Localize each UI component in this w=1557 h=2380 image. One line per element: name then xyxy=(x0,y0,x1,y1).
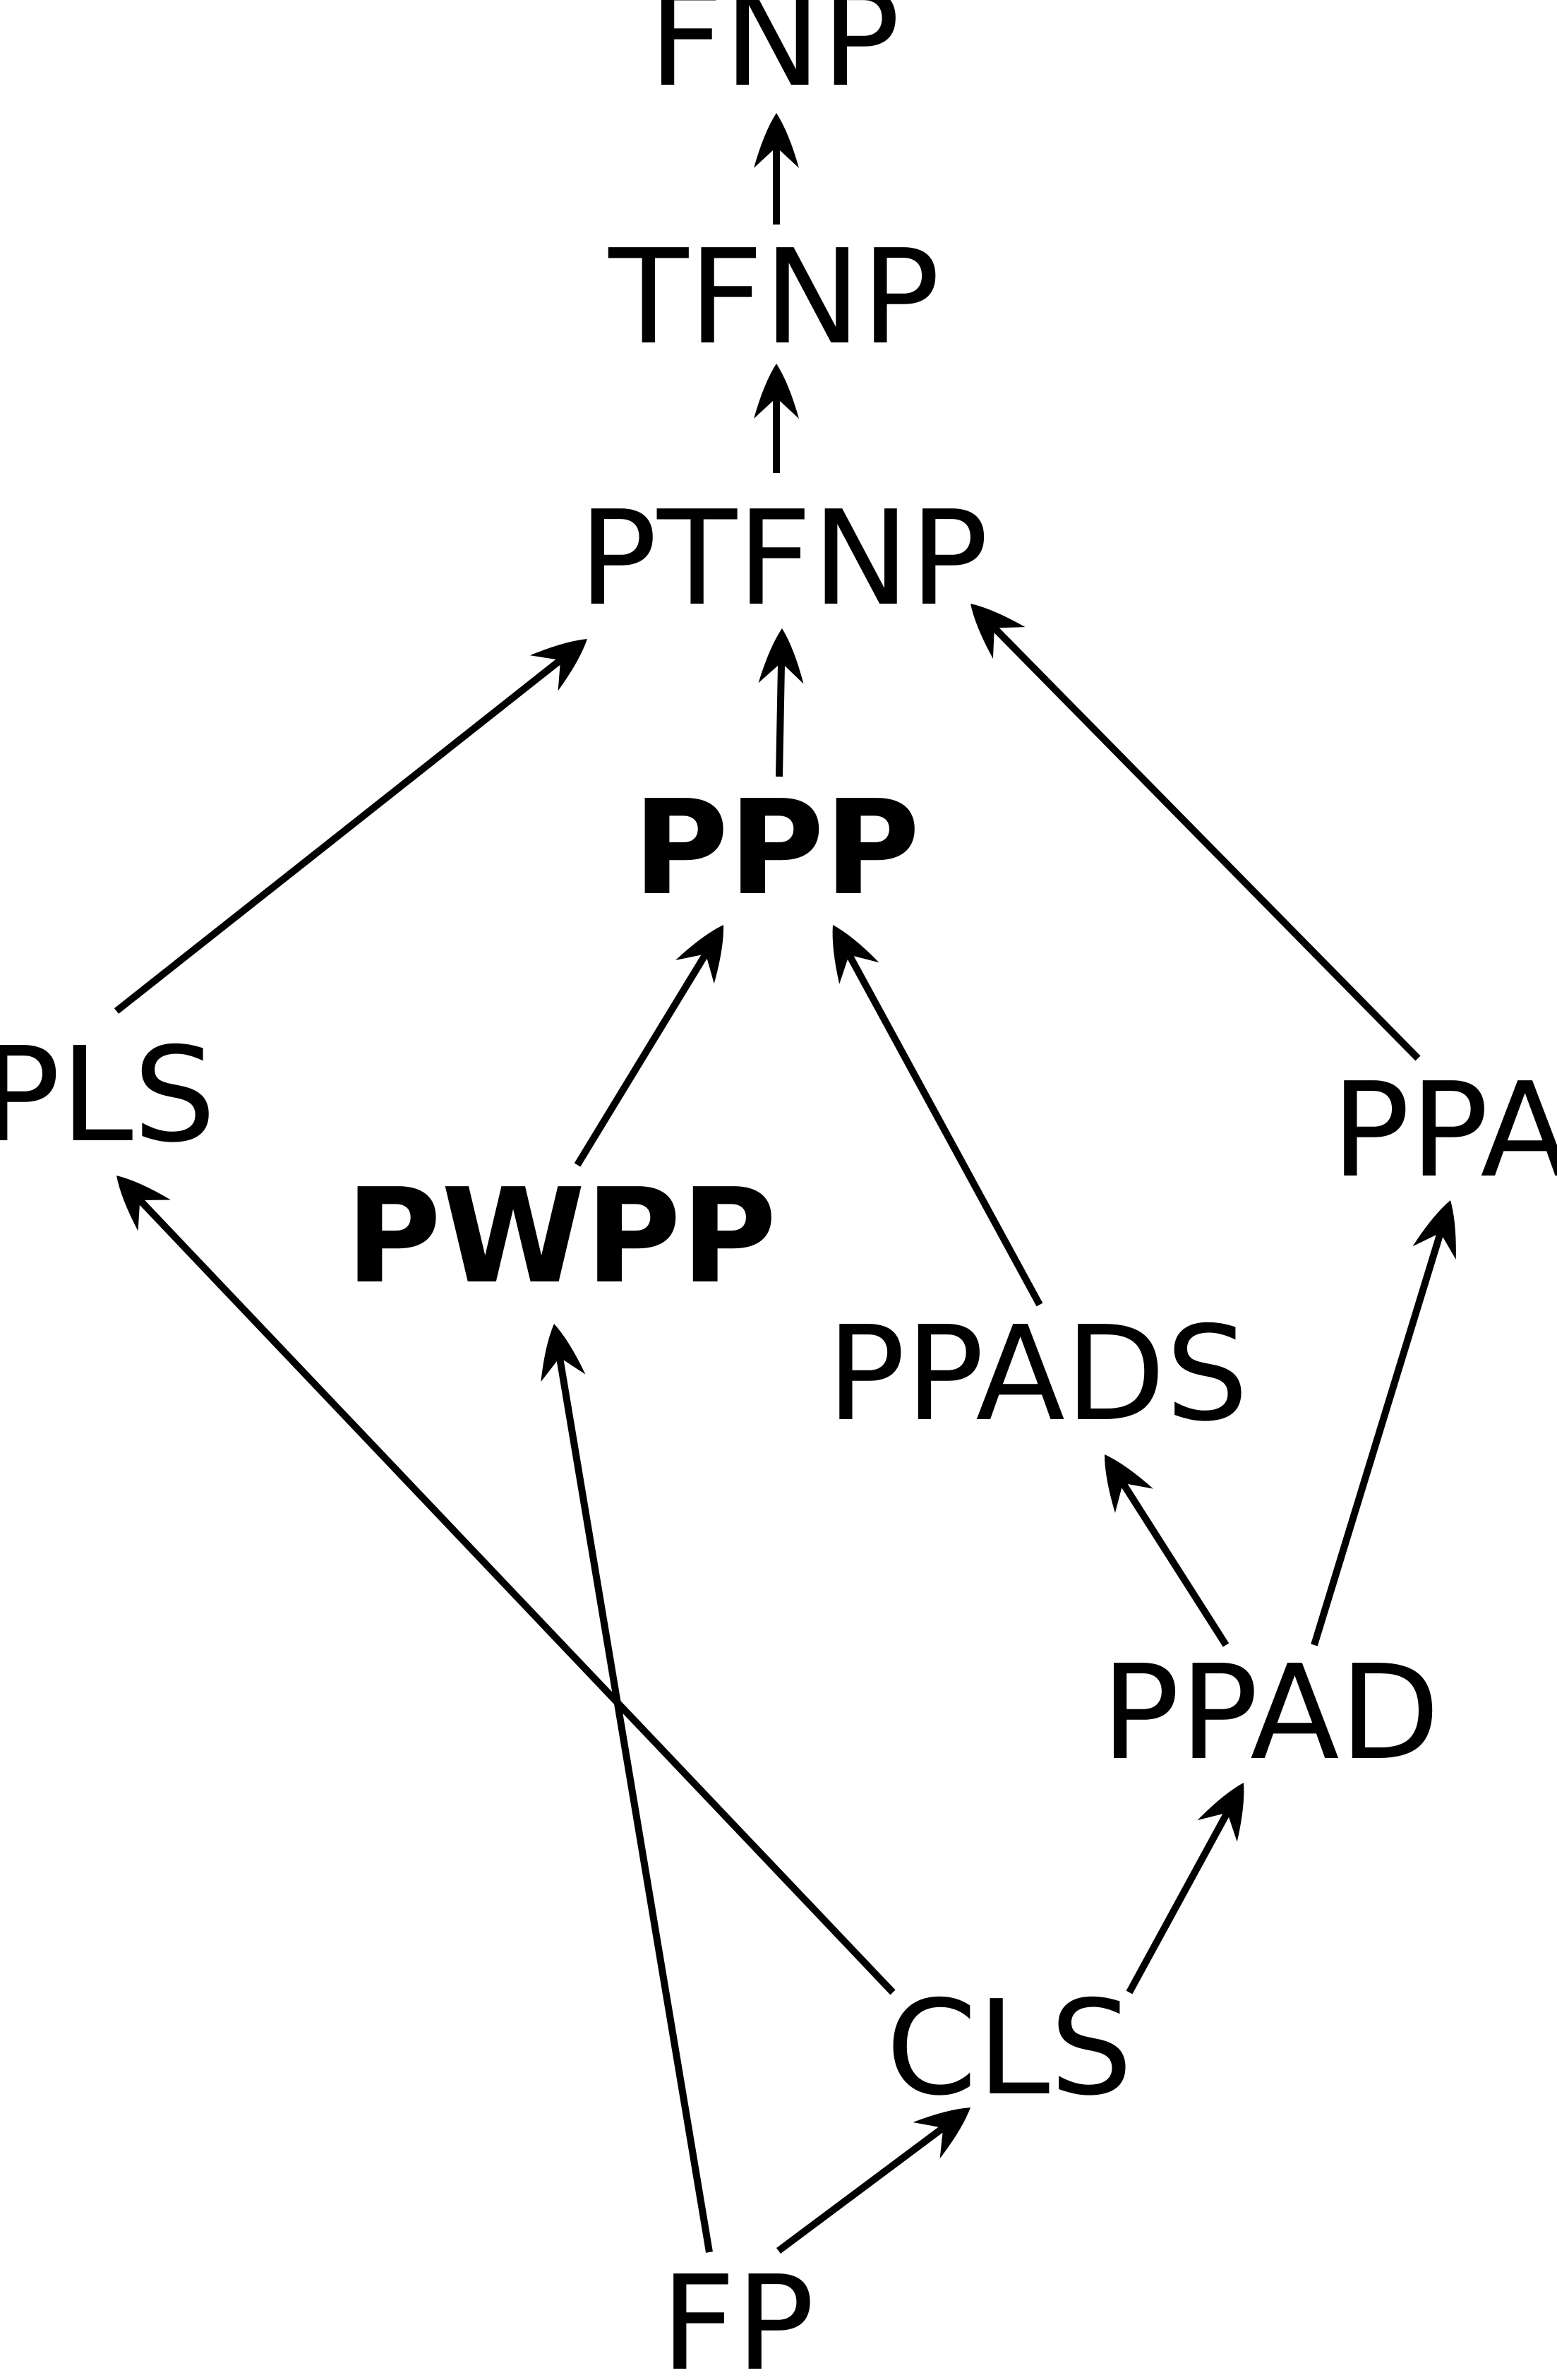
edge-fp-to-cls xyxy=(776,2107,970,2254)
node-ptfnp: PTFNP xyxy=(579,482,989,635)
edge-cls-to-pls xyxy=(116,1176,896,1995)
arrowhead-icon xyxy=(1197,1783,1244,1842)
arrowhead-icon xyxy=(116,1176,171,1231)
node-fnp: FNP xyxy=(649,0,900,116)
edge-pwpp-to-ppp xyxy=(574,925,724,1167)
edge-ppp-to-ptfnp xyxy=(758,628,804,777)
arrowhead-icon xyxy=(754,113,799,168)
edge-fp-to-pwpp xyxy=(541,1324,713,2253)
edge-ppads-to-ppp xyxy=(832,925,1043,1307)
arrowhead-icon xyxy=(1412,1200,1456,1260)
edge-line xyxy=(114,655,565,1014)
edges-layer xyxy=(114,113,1456,2254)
arrowhead-icon xyxy=(832,925,879,984)
node-ppad: PPAD xyxy=(1101,1637,1440,1789)
edge-line xyxy=(1126,1809,1232,1995)
edge-ppa-to-ptfnp xyxy=(970,604,1421,1061)
edge-ppad-to-ppads xyxy=(1104,1454,1230,1647)
node-ppp: PPP xyxy=(633,772,920,924)
node-fp: FP xyxy=(661,2247,814,2380)
node-ppads: PPADS xyxy=(826,1298,1249,1450)
node-ppa: PPA xyxy=(1331,1054,1557,1207)
edge-line xyxy=(1118,1479,1230,1647)
node-tfnp: TFNP xyxy=(608,221,939,373)
node-pls: PLS xyxy=(0,1019,216,1171)
edge-line xyxy=(776,659,786,777)
edge-line xyxy=(555,1354,713,2253)
arrowhead-icon xyxy=(754,364,799,419)
edge-line xyxy=(136,1196,896,1995)
arrowhead-icon xyxy=(1104,1454,1153,1513)
node-cls: CLS xyxy=(886,1972,1133,2124)
edge-ptfnp-to-tfnp xyxy=(754,364,799,473)
edge-line xyxy=(845,951,1043,1307)
edge-line xyxy=(574,950,710,1167)
edge-tfnp-to-fnp xyxy=(754,113,799,225)
edge-ppad-to-ppa xyxy=(1311,1200,1456,1646)
edge-line xyxy=(1311,1229,1445,1646)
node-pwpp: PWPP xyxy=(346,1160,777,1312)
edge-pls-to-ptfnp xyxy=(114,639,587,1014)
arrowhead-icon xyxy=(970,604,1026,659)
arrowhead-icon xyxy=(675,925,724,984)
arrowhead-icon xyxy=(541,1324,586,1382)
arrowhead-icon xyxy=(758,628,804,684)
edge-line xyxy=(990,623,1421,1061)
arrowhead-icon xyxy=(529,639,587,691)
arrowhead-icon xyxy=(913,2107,970,2159)
edge-cls-to-ppad xyxy=(1126,1783,1244,1995)
edge-line xyxy=(776,2123,947,2254)
